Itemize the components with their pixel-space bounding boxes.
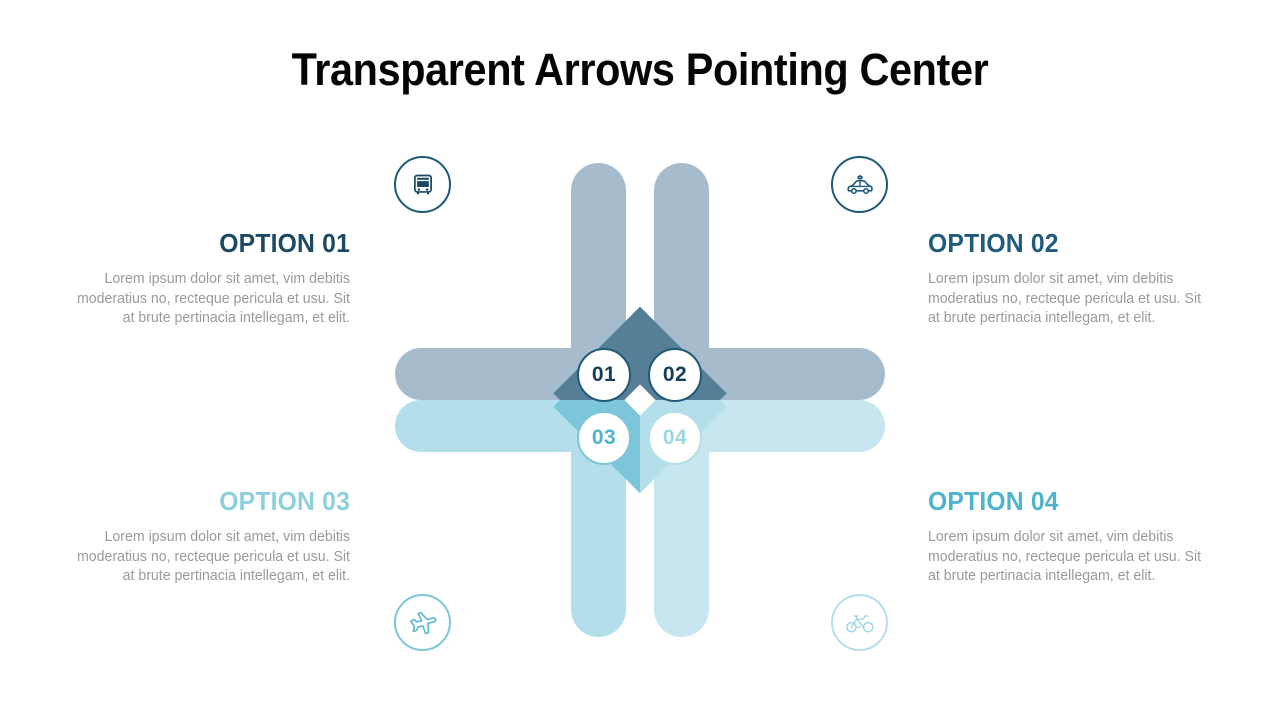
- option-title-02: OPTION 02: [928, 228, 1059, 258]
- option-block-01: OPTION 01 Lorem ipsum dolor sit amet, vi…: [62, 228, 350, 329]
- number-badge-02[interactable]: 02: [648, 348, 702, 402]
- option-block-03: OPTION 03 Lorem ipsum dolor sit amet, vi…: [62, 486, 350, 587]
- option-title-03: OPTION 03: [219, 486, 350, 516]
- arrow-group-03: [390, 400, 640, 650]
- arrow-vertical-01: [571, 163, 626, 359]
- page-title: Transparent Arrows Pointing Center: [291, 44, 989, 95]
- option-body-01: Lorem ipsum dolor sit amet, vim debitis …: [76, 271, 351, 326]
- option-block-04: OPTION 04 Lorem ipsum dolor sit amet, vi…: [928, 486, 1216, 587]
- arrow-vertical-04: [654, 441, 709, 637]
- option-title-04: OPTION 04: [928, 486, 1059, 516]
- number-badge-01[interactable]: 01: [577, 348, 631, 402]
- arrow-group-02: [640, 150, 890, 400]
- arrow-vertical-03: [571, 441, 626, 637]
- arrow-group-01: [390, 150, 640, 400]
- bicycle-icon: [845, 608, 875, 638]
- number-badge-03[interactable]: 03: [577, 411, 631, 465]
- icon-badge-02[interactable]: [831, 156, 888, 213]
- taxi-icon: [845, 170, 875, 200]
- number-badge-04[interactable]: 04: [648, 411, 702, 465]
- icon-badge-01[interactable]: [394, 156, 451, 213]
- option-body-03: Lorem ipsum dolor sit amet, vim debitis …: [76, 529, 351, 584]
- arrows-diagram: [390, 150, 890, 650]
- option-title-01: OPTION 01: [219, 228, 350, 258]
- arrow-group-04: [640, 400, 890, 650]
- bus-icon: [410, 172, 436, 198]
- option-body-02: Lorem ipsum dolor sit amet, vim debitis …: [928, 271, 1202, 326]
- airplane-icon: [408, 608, 438, 638]
- option-block-02: OPTION 02 Lorem ipsum dolor sit amet, vi…: [928, 228, 1216, 329]
- option-body-04: Lorem ipsum dolor sit amet, vim debitis …: [928, 529, 1202, 584]
- icon-badge-03[interactable]: [394, 594, 451, 651]
- icon-badge-04[interactable]: [831, 594, 888, 651]
- arrow-vertical-02: [654, 163, 709, 359]
